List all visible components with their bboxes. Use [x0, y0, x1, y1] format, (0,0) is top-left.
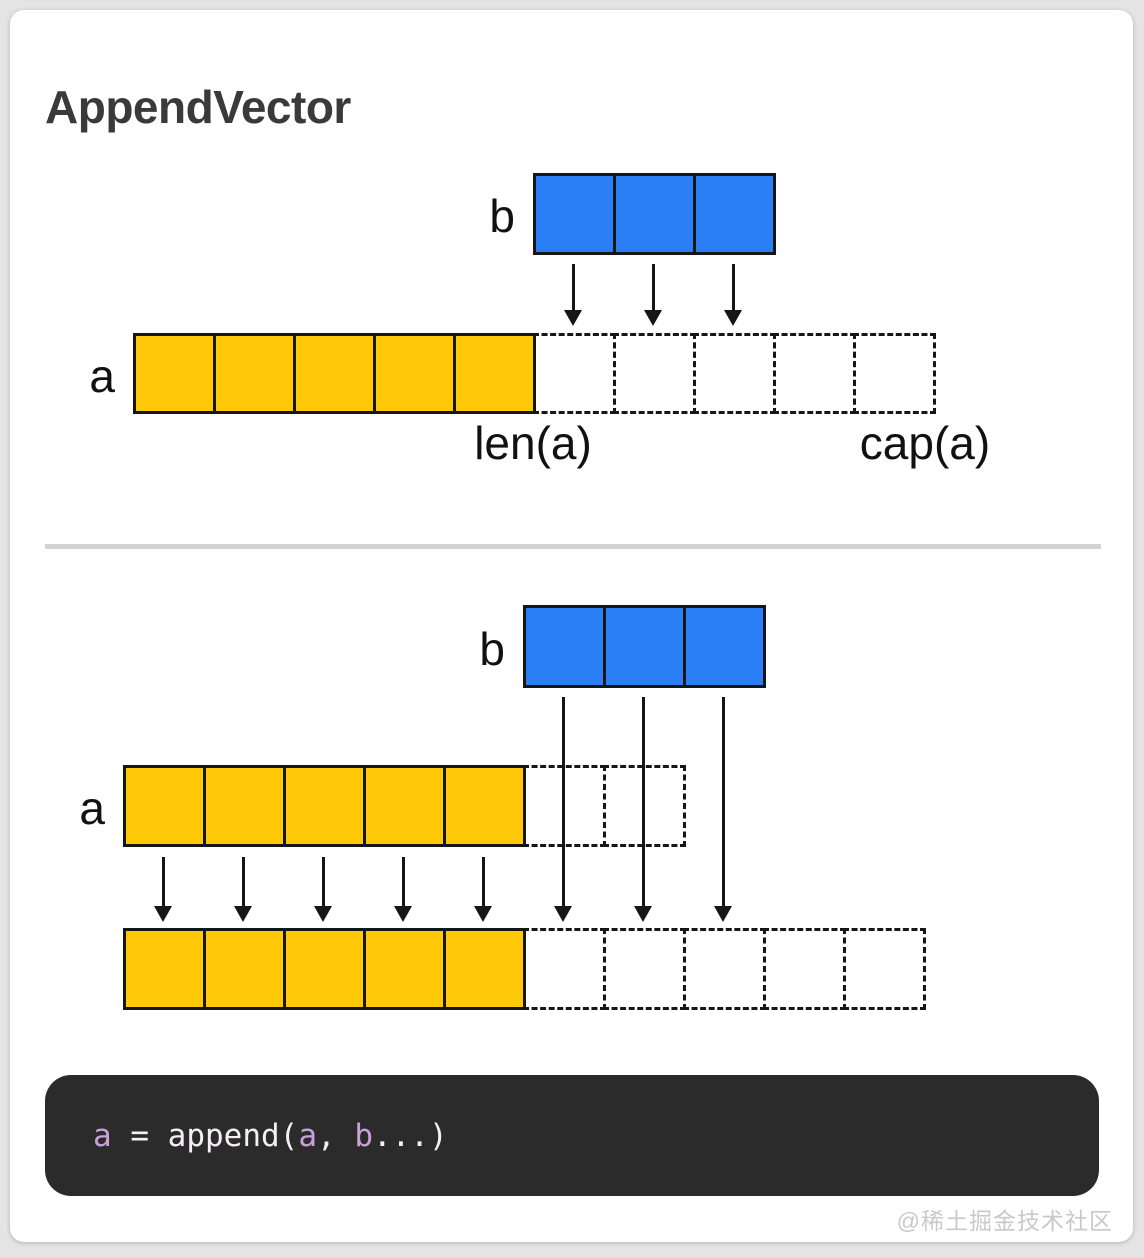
top-b-arrow-1-line — [571, 264, 575, 311]
top-array-b-label: b — [489, 190, 515, 242]
top-array-b-cell — [613, 173, 696, 255]
cap-label: cap(a) — [859, 417, 991, 469]
top-array-a-empty-cell — [773, 333, 856, 414]
code-token-var: a — [298, 1117, 317, 1154]
top-b-arrow-2-head — [644, 310, 662, 326]
top-b-arrow-2-line — [651, 264, 655, 311]
bottom-a-arrow-2-line — [241, 857, 245, 907]
bottom-array-result-cell — [203, 928, 286, 1010]
code-token-plain: = append( — [111, 1117, 299, 1154]
bottom-array-a-cell — [443, 765, 526, 847]
bottom-array-a-label: a — [79, 782, 105, 834]
top-array-a-empty-cell — [693, 333, 776, 414]
section-divider — [45, 544, 1101, 549]
bottom-a-arrow-1-line — [161, 857, 165, 907]
len-label: len(a) — [474, 417, 592, 469]
top-array-b-cell — [693, 173, 776, 255]
bottom-array-result-cell — [283, 928, 366, 1010]
bottom-array-a-empty-cell — [603, 765, 686, 847]
code-block: a = append(a, b...) — [45, 1075, 1099, 1196]
bottom-array-a-cell — [203, 765, 286, 847]
bottom-array-result-cell — [123, 928, 206, 1010]
bottom-a-arrow-5-head — [474, 906, 492, 922]
code-token-plain: , — [316, 1117, 355, 1154]
bottom-a-arrow-1-head — [154, 906, 172, 922]
bottom-array-b-cell — [523, 605, 606, 688]
bottom-a-arrow-2-head — [234, 906, 252, 922]
bottom-a-arrow-4-head — [394, 906, 412, 922]
bottom-array-result-empty-cell — [523, 928, 606, 1010]
bottom-b-arrow-3-line — [721, 697, 725, 907]
top-b-arrow-1-head — [564, 310, 582, 326]
bottom-array-a-cell — [363, 765, 446, 847]
code-token-var: b — [354, 1117, 373, 1154]
top-array-a-cell — [373, 333, 456, 414]
top-array-a-cell — [133, 333, 216, 414]
top-array-a-cell — [293, 333, 376, 414]
watermark: @稀土掘金技术社区 — [896, 1208, 1113, 1234]
bottom-array-b-cell — [603, 605, 686, 688]
bottom-array-result-empty-cell — [843, 928, 926, 1010]
bottom-array-b-label: b — [479, 622, 505, 675]
top-array-a-cell — [213, 333, 296, 414]
top-array-a-empty-cell — [613, 333, 696, 414]
bottom-a-arrow-4-line — [401, 857, 405, 907]
bottom-array-result-empty-cell — [763, 928, 846, 1010]
top-array-a-empty-cell — [853, 333, 936, 414]
bottom-b-arrow-2-head — [634, 906, 652, 922]
bottom-array-a-cell — [123, 765, 206, 847]
top-array-a-label: a — [89, 349, 115, 402]
bottom-b-arrow-1-head — [554, 906, 572, 922]
top-b-arrow-3-line — [731, 264, 735, 311]
bottom-array-b-cell — [683, 605, 766, 688]
bottom-array-a-cell — [283, 765, 366, 847]
top-array-b-cell — [533, 173, 616, 255]
page-title: AppendVector — [45, 81, 351, 133]
bottom-a-arrow-3-line — [321, 857, 325, 907]
bottom-array-result-empty-cell — [683, 928, 766, 1010]
bottom-b-arrow-3-head — [714, 906, 732, 922]
bottom-array-result-empty-cell — [603, 928, 686, 1010]
bottom-array-a-empty-cell — [523, 765, 606, 847]
bottom-a-arrow-5-line — [481, 857, 485, 907]
top-array-a-cell — [453, 333, 536, 414]
code-token-plain: ...) — [372, 1117, 448, 1154]
top-array-a-empty-cell — [533, 333, 616, 414]
top-b-arrow-3-head — [724, 310, 742, 326]
bottom-b-arrow-2-line — [641, 697, 645, 907]
code-line: a = append(a, b...) — [93, 1118, 448, 1154]
code-token-var: a — [93, 1117, 112, 1154]
bottom-array-result-cell — [443, 928, 526, 1010]
bottom-a-arrow-3-head — [314, 906, 332, 922]
bottom-array-result-cell — [363, 928, 446, 1010]
bottom-b-arrow-1-line — [561, 697, 565, 907]
